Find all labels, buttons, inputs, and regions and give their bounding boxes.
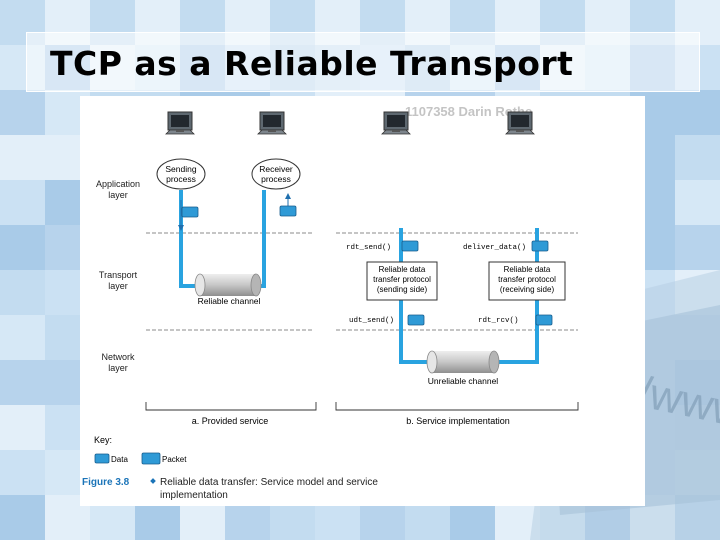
- receiving-side-label-3: (receiving side): [500, 285, 555, 294]
- background-tile: [675, 225, 720, 270]
- layer-label-network: Network: [101, 352, 135, 362]
- packet-key-icon: [141, 452, 161, 465]
- packet-icon: [535, 314, 553, 326]
- reliable-channel-label: Reliable channel: [198, 296, 261, 306]
- data-packet-icon: [181, 206, 199, 218]
- background-tile: [0, 135, 45, 180]
- background-tile: [0, 90, 45, 135]
- background-tile: [0, 405, 45, 450]
- figure-number: Figure 3.8: [82, 477, 130, 488]
- bracket-service-implementation: [335, 402, 579, 411]
- computer-icon: [505, 111, 535, 135]
- receiving-side-box: [488, 261, 566, 301]
- figure-caption: Reliable data transfer: Service model an…: [160, 477, 378, 488]
- receiver-process: [251, 158, 301, 190]
- data-packet-icon: [401, 240, 419, 252]
- background-tile: [0, 495, 45, 540]
- receiver-process-label: Receiver: [259, 164, 293, 174]
- background-tile: [0, 450, 45, 495]
- computer-icon: [257, 111, 287, 135]
- background-tile: [0, 270, 45, 315]
- background-tile: [0, 225, 45, 270]
- reliable-channel-cylinder: [200, 274, 256, 296]
- watermark-id: 1107358 Darin Rothe: [405, 104, 533, 119]
- packet-icon: [407, 314, 425, 326]
- sending-side-label-2: transfer protocol: [373, 275, 431, 284]
- receiving-side-label-2: transfer protocol: [498, 275, 556, 284]
- caption-service-implementation: b. Service implementation: [406, 416, 510, 426]
- deliver-data-label: deliver_data(): [463, 244, 526, 252]
- slide-title: TCP as a Reliable Transport: [50, 44, 574, 83]
- background-tile: [0, 360, 45, 405]
- sending-side-label: Reliable data: [379, 265, 426, 274]
- rdt-rcv-label: rdt_rcv(): [478, 317, 519, 325]
- data-key-icon: [94, 453, 110, 464]
- background-tile: [0, 315, 45, 360]
- caption-provided-service: a. Provided service: [192, 416, 269, 426]
- background-tile: [675, 135, 720, 180]
- layer-label-transport: Transport: [99, 270, 138, 280]
- caption-bullet: [150, 478, 156, 484]
- unreliable-channel-cylinder: [432, 351, 494, 373]
- figure-caption-2: implementation: [160, 490, 228, 501]
- receiver-process-label-2: process: [261, 174, 291, 184]
- rdt-send-label: rdt_send(): [346, 244, 391, 252]
- layer-label-application: Application: [96, 179, 140, 189]
- key-data-label: Data: [111, 455, 128, 464]
- layer-label-network-2: layer: [108, 363, 128, 373]
- udt-send-label: udt_send(): [349, 317, 394, 325]
- background-tile: [675, 180, 720, 225]
- key-label: Key:: [94, 435, 112, 445]
- title-frame: [26, 32, 700, 92]
- data-packet-icon: [531, 240, 549, 252]
- background-tile: [0, 180, 45, 225]
- bracket-provided-service: [145, 402, 317, 411]
- unreliable-channel-label: Unreliable channel: [428, 376, 499, 386]
- layer-label-application-2: layer: [108, 190, 128, 200]
- sending-process-label: Sending: [165, 164, 196, 174]
- key-packet-label: Packet: [162, 455, 187, 464]
- data-packet-icon: [279, 205, 297, 217]
- sending-process-label-2: process: [166, 174, 196, 184]
- sending-side-box: [366, 261, 438, 301]
- background-tile: [675, 90, 720, 135]
- computer-icon: [165, 111, 195, 135]
- reliable-channel-pipe: [179, 190, 266, 288]
- sending-process: [156, 158, 206, 190]
- receiving-side-label: Reliable data: [504, 265, 551, 274]
- layer-label-transport-2: layer: [108, 281, 128, 291]
- computer-icon: [381, 111, 411, 135]
- sending-side-label-3: (sending side): [377, 285, 428, 294]
